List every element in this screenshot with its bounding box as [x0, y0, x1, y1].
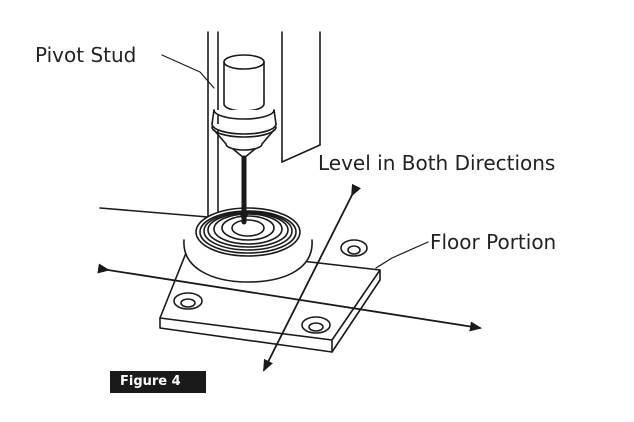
door-jamb — [207, 31, 321, 231]
level-directions-label: Level in Both Directions — [318, 151, 556, 175]
leader-lines — [161, 54, 429, 269]
figure-caption-badge: Figure 4 — [110, 371, 206, 393]
floor-portion-label: Floor Portion — [430, 230, 557, 254]
level-arrows — [97, 183, 482, 372]
pivot-stud-label: Pivot Stud — [35, 43, 137, 67]
pivot-socket — [183, 207, 313, 283]
pivot-stud — [211, 54, 277, 159]
floor-line — [99, 207, 209, 218]
